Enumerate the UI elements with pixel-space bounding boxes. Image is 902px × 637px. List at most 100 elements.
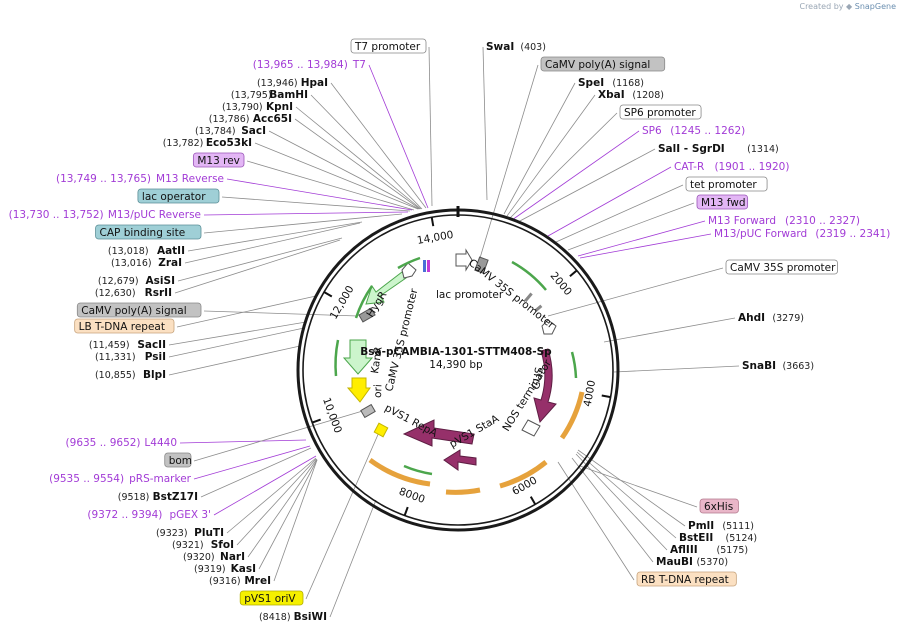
- camv-polya-r-label[interactable]: CaMV poly(A) signal: [540, 56, 666, 72]
- camv-polya-box-right[interactable]: [474, 256, 489, 274]
- m13-fwd-box-label[interactable]: M13 fwd: [696, 194, 749, 210]
- tet-promoter-label[interactable]: tet promoter: [685, 176, 768, 192]
- nari-label[interactable]: NarI(9320): [183, 551, 245, 563]
- bstz17i-label[interactable]: BstZ17I(9518): [118, 491, 198, 503]
- hygr-arrow[interactable]: [365, 271, 407, 305]
- asisi-name: AsiSI: [146, 275, 175, 287]
- camv-polya-l-name: CaMV poly(A) signal: [81, 305, 186, 317]
- bamhi-label[interactable]: BamHI(13,795): [231, 89, 308, 101]
- prs-marker-label[interactable]: pRS-marker(9535 .. 9554): [49, 473, 192, 485]
- kpni-name: KpnI: [266, 101, 293, 113]
- sp6-promoter-label[interactable]: SP6 promoter: [619, 104, 702, 120]
- l4440-position: (9635 .. 9652): [66, 437, 141, 449]
- m13-puc-forward-name: M13/pUC Forward: [714, 228, 807, 240]
- camv-polya-box-left[interactable]: [358, 307, 376, 323]
- sfoi-label[interactable]: SfoI(9321): [172, 539, 234, 551]
- afliii-label[interactable]: AflIII(5175): [670, 544, 748, 556]
- pvs1-staa-arrow[interactable]: [443, 449, 477, 471]
- ahdi-name: AhdI: [738, 312, 765, 324]
- credit-prefix: Created by: [799, 2, 844, 11]
- blpi-label[interactable]: BlpI(10,855): [95, 369, 166, 381]
- t7-leader-line: [368, 64, 429, 209]
- tick-mark: [529, 496, 537, 505]
- bsteii-label[interactable]: BstEII(5124): [679, 532, 757, 544]
- m13-puc-forward-label[interactable]: M13/pUC Forward(2319 .. 2341): [714, 228, 890, 240]
- psii-label[interactable]: PsiI(11,331): [95, 351, 166, 363]
- tet-promoter-arrow[interactable]: [541, 319, 557, 335]
- gus-arrow[interactable]: [533, 348, 557, 424]
- kanr-strip: [334, 339, 340, 377]
- m13-reverse-name: M13 Reverse: [156, 173, 224, 185]
- xbai-label[interactable]: XbaI(1208): [598, 89, 664, 101]
- bom-label[interactable]: bom: [164, 452, 192, 468]
- rb-tdna-name: RB T-DNA repeat: [641, 574, 729, 586]
- nos-terminator-arrow[interactable]: [521, 419, 541, 437]
- bsiwi-leader-line: [329, 499, 377, 618]
- rb-tdna-label[interactable]: RB T-DNA repeat: [636, 571, 737, 587]
- kanr-arrow[interactable]: [342, 339, 374, 375]
- cat-r-label[interactable]: CAT-R(1901 .. 1920): [674, 161, 789, 173]
- pmli-leader-line: [577, 449, 686, 527]
- rsrii-label[interactable]: RsrII(12,630): [95, 287, 172, 299]
- ahdi-label[interactable]: AhdI(3279): [738, 312, 804, 324]
- pvs1-oriv-box[interactable]: [373, 422, 389, 438]
- tick-label: 10,000: [320, 396, 344, 435]
- sp6-label[interactable]: SP6(1245 .. 1262): [642, 125, 745, 137]
- asisi-leader-line: [177, 237, 343, 282]
- m13-puc-reverse-position: (13,730 .. 13,752): [9, 209, 104, 221]
- camv35s-promoter-arrow-top[interactable]: [455, 248, 473, 272]
- t7-promoter-leader-line: [428, 46, 433, 207]
- pgex3-label[interactable]: pGEX 3'(9372 .. 9394): [87, 509, 211, 521]
- swai-label[interactable]: SwaI(403): [486, 41, 546, 53]
- camv-polya-l-label[interactable]: CaMV poly(A) signal: [76, 302, 202, 318]
- 6xhis-label[interactable]: 6xHis: [699, 498, 739, 514]
- sacii-label[interactable]: SacII(11,459): [89, 339, 166, 351]
- maubi-label[interactable]: MauBI(5370): [656, 556, 728, 568]
- spei-label[interactable]: SpeI(1168): [578, 77, 644, 89]
- lac-promoter-arrow[interactable]: [401, 262, 417, 279]
- l4440-label[interactable]: L4440(9635 .. 9652): [66, 437, 177, 449]
- aatii-label[interactable]: AatII(13,018): [108, 245, 185, 257]
- afliii-position: (5175): [717, 545, 749, 556]
- m13-rev-box-label[interactable]: M13 rev: [192, 152, 245, 168]
- eco53ki-label[interactable]: Eco53kI(13,782): [163, 137, 252, 149]
- ori-arrow[interactable]: [346, 377, 371, 403]
- mrei-label[interactable]: MreI(9316): [209, 575, 271, 587]
- plutI-label[interactable]: PluTI(9323): [156, 527, 224, 539]
- tet-promoter-leader-line: [555, 184, 684, 243]
- lac-operator-label[interactable]: lac operator: [137, 188, 220, 204]
- pvs1-repa-arrow[interactable]: [402, 419, 475, 447]
- zrai-label[interactable]: ZraI(13,016): [111, 257, 182, 269]
- m13-puc-reverse-label[interactable]: M13/pUC Reverse(13,730 .. 13,752): [9, 209, 201, 221]
- pvs1-oriv-label[interactable]: pVS1 oriV: [239, 590, 304, 606]
- cap-binding-label[interactable]: CAP binding site: [95, 224, 202, 240]
- pmli-label[interactable]: PmlI(5111): [688, 520, 754, 532]
- saci-label[interactable]: SacI(13,784): [195, 125, 266, 137]
- bom-box[interactable]: [360, 403, 376, 419]
- sali-sgrdi-leader-line: [517, 148, 656, 223]
- bsiwi-label[interactable]: BsiWI(8418): [259, 611, 327, 623]
- t7-promoter-label[interactable]: T7 promoter: [350, 38, 427, 54]
- prs-marker-name: pRS-marker: [129, 473, 192, 485]
- lb-tdna-label[interactable]: LB T-DNA repeat: [74, 318, 175, 334]
- asisi-label[interactable]: AsiSI(12,679): [98, 275, 175, 287]
- sali-sgrdi-label[interactable]: SalI - SgrDI(1314): [658, 143, 779, 155]
- kasi-label[interactable]: KasI(9319): [194, 563, 256, 575]
- kpni-label[interactable]: KpnI(13,790): [222, 101, 293, 113]
- hygr-strip: [354, 285, 374, 319]
- hpai-label[interactable]: HpaI(13,946): [257, 77, 328, 89]
- m13-reverse-position: (13,749 .. 13,765): [56, 173, 151, 185]
- 6xhis-leader-line: [579, 465, 698, 508]
- m13-forward-label[interactable]: M13 Forward(2310 .. 2327): [708, 215, 860, 227]
- camv35s-r-label[interactable]: CaMV 35S promoter: [725, 259, 838, 275]
- feature-strips: [334, 256, 585, 495]
- snabi-label[interactable]: SnaBI(3663): [742, 360, 814, 372]
- m13-reverse-label[interactable]: M13 Reverse (13,749 .. 13,765): [56, 173, 224, 185]
- bamhi-leader-line: [310, 94, 423, 210]
- t7-label[interactable]: T7(13,965 .. 13,984): [253, 59, 366, 71]
- psii-position: (11,331): [95, 352, 136, 363]
- bamhi-name: BamHI: [269, 89, 308, 101]
- outer-labels: SwaI(403)CaMV poly(A) signalSpeI(1168)Xb…: [9, 38, 890, 623]
- 6xhis-name: 6xHis: [704, 501, 733, 513]
- acc65i-label[interactable]: Acc65I(13,786): [209, 113, 292, 125]
